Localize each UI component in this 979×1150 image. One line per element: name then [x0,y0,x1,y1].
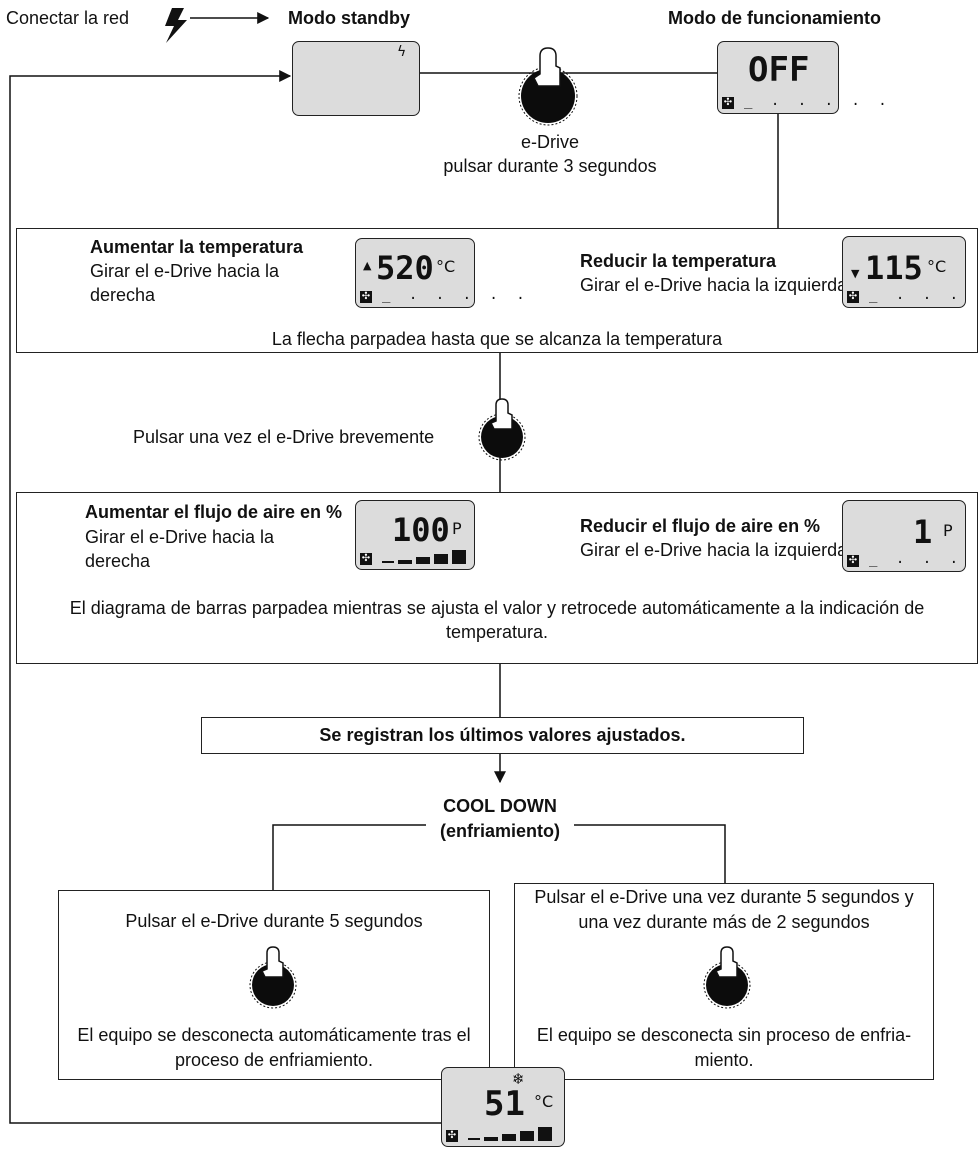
hand-press-icon [533,47,561,87]
line-cooldown-branch-right [574,824,726,883]
fan-icon: ✣ [847,555,859,567]
return-loop-arrow [9,70,441,1124]
lcd-dots: _ . . . . . [382,287,530,303]
airflow-bar-graph-full [468,1127,552,1141]
airflow-note-line2: temperatura. [445,622,549,642]
lcd-standby: ϟ [292,41,420,116]
operating-mode-label: Modo de funcionamiento [668,8,881,28]
fan-icon: ✣ [360,553,372,565]
saved-values-box [201,717,804,754]
connect-label: Conectar la red [6,8,130,28]
cooldown-title-line2: (enfriamiento) [439,821,560,841]
temp-increase-desc-line1: Girar el e-Drive hacia la [90,261,280,281]
lcd-airflow-high: 100 P ✣ [355,500,475,570]
press-once-label: Pulsar una vez el e-Drive brevemente [133,427,435,447]
lcd-temp-high-value: 520 [376,249,434,287]
lcd-airflow-high-value: 100 [392,511,450,549]
lcd-cooldown-value: 51 [484,1084,525,1124]
fan-icon: ✣ [360,291,372,303]
cooldown-right-top-line1: Pulsar el e-Drive una vez durante 5 segu… [534,887,914,907]
temp-decrease-title: Reducir la temperatura [580,251,777,271]
arrow-up-icon: ▲ [363,259,372,272]
airflow-decrease-title: Reducir el flujo de aire en % [580,516,821,536]
airflow-increase-title: Aumentar el flujo de aire en % [85,502,343,522]
lcd-airflow-low: 1 P ✣ _ . . . . . [842,500,979,572]
hand-press-icon [489,398,513,430]
airflow-decrease-desc-clip: Girar el e-Drive hacia la izquierda [580,539,842,563]
lcd-airflow-low-value: 1 [913,513,933,551]
temp-decrease-desc: Girar el e-Drive hacia la izquierda [580,275,842,295]
lcd-airflow-unit: P [943,521,953,540]
lcd-temp-unit: °C [927,257,947,276]
hand-press-icon [714,946,738,978]
lcd-temp-low-value: 115 [865,249,923,287]
cooldown-right-top-line2: una vez durante más de 2 segundos [578,912,870,932]
lcd-dots: _ . . . . . [869,287,979,303]
knob-top [518,47,578,126]
cooldown-left-bottom-line1: El equipo se desconecta automáticamente … [77,1025,471,1045]
cooldown-right-bottom-line1: El equipo se desconecta sin proceso de e… [536,1025,912,1045]
lcd-cooldown: ❄ 51 °C ✣ [441,1067,565,1147]
press-3s-label: pulsar durante 3 segundos [443,156,657,176]
lcd-dots: _ . . . . . [869,551,979,567]
standby-symbol: ϟ [397,44,407,60]
temperature-panel [16,228,978,353]
lcd-airflow-unit: P [452,519,462,538]
lcd-temp-unit: °C [534,1092,554,1111]
lcd-dots: _ . . . . . [744,93,892,109]
airflow-increase-desc-line1: Girar el e-Drive hacia la [85,527,275,547]
temp-increase-desc-line2: derecha [90,285,156,305]
line-cooldown-branch-left [272,824,426,890]
lcd-off-value: OFF [748,50,810,90]
airflow-panel [16,492,978,664]
lcd-temp-unit: °C [436,257,456,276]
cooldown-left-top: Pulsar el e-Drive durante 5 segundos [125,911,423,931]
cooldown-title-line1: COOL DOWN [443,796,557,816]
airflow-note-line1: El diagrama de barras parpadea mientras … [69,598,925,618]
temp-note: La flecha parpadea hasta que se alcanza … [271,329,723,349]
saved-values-label: Se registran los últimos valores ajustad… [319,725,686,745]
standby-mode-label: Modo standby [288,8,410,28]
airflow-bar-graph-full [382,550,466,564]
temp-increase-title: Aumentar la temperatura [90,237,304,257]
edrive-label: e-Drive [520,132,579,152]
lcd-temp-high: ▲ 520 °C ✣ _ . . . . . [355,238,525,308]
airflow-decrease-desc: Girar el e-Drive hacia la izquierda [580,540,842,560]
fan-icon: ✣ [446,1130,458,1142]
knob-cooldown-right [703,946,751,1009]
cooldown-left-bottom-line2: proceso de enfriamiento. [174,1050,374,1070]
knob-cooldown-left [249,946,297,1009]
cooldown-right-bottom-line2: miento. [694,1050,754,1070]
hand-press-icon [260,946,284,978]
arrow-down-icon: ▼ [851,267,860,280]
snowflake-icon: ❄ [512,1070,525,1088]
lcd-off: OFF ✣ _ . . . . . [717,41,887,114]
fan-icon: ✣ [847,291,859,303]
knob-press-once [478,398,526,461]
airflow-increase-desc-line2: derecha [85,551,151,571]
fan-icon: ✣ [722,97,734,109]
lcd-temp-low: ▼ 115 °C ✣ _ . . . . . [842,236,979,308]
temp-decrease-desc-clip: Girar el e-Drive hacia la izquierda [580,274,842,298]
lightning-icon [165,8,187,43]
